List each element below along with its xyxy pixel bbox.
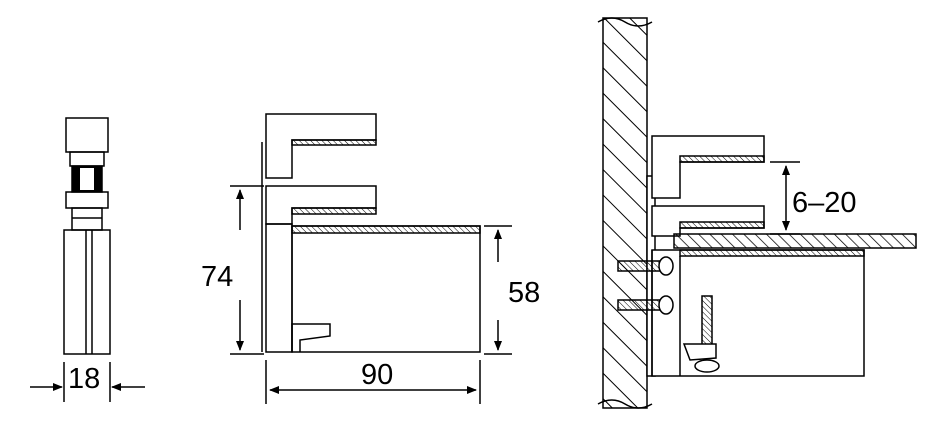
bracket-front-view [261,113,481,353]
side-view-middle-block [65,191,109,209]
back-plate [265,223,293,353]
adjust-screw [682,295,720,373]
lower-pad [291,207,377,215]
wall-section [602,17,648,409]
dimension-58 [484,225,512,355]
shelf-body [291,225,481,353]
upper-pad [291,139,377,146]
side-view-body [63,229,111,355]
glass-panel [673,233,917,249]
lower-jaw [265,185,377,225]
mounted-lower-jaw [651,205,765,237]
dimension-18-label: 18 [68,363,100,395]
dimension-74-label: 74 [201,261,233,293]
mounted-bracket [646,135,917,377]
dimension-6-20-label: 6–20 [792,187,857,219]
dimension-58-label: 58 [508,277,540,309]
screw-upper [617,256,674,276]
dimension-74 [230,185,264,355]
mounted-upper-jaw [651,135,765,199]
dimension-18 [30,362,145,402]
dimension-90-label: 90 [361,359,393,391]
dimension-90 [265,360,481,404]
side-view-lower-block [71,207,103,231]
dimension-6-20 [770,161,800,235]
bottom-hook [291,323,331,352]
side-view [63,117,111,355]
side-view-upper-block [69,151,105,167]
wall-screws [617,256,720,373]
upper-jaw [265,113,377,179]
side-view-top-cap [65,117,109,153]
shelf-pad [291,225,481,234]
screw-lower [617,295,674,315]
mounted-shelf-body [651,249,865,377]
wall [597,17,653,409]
